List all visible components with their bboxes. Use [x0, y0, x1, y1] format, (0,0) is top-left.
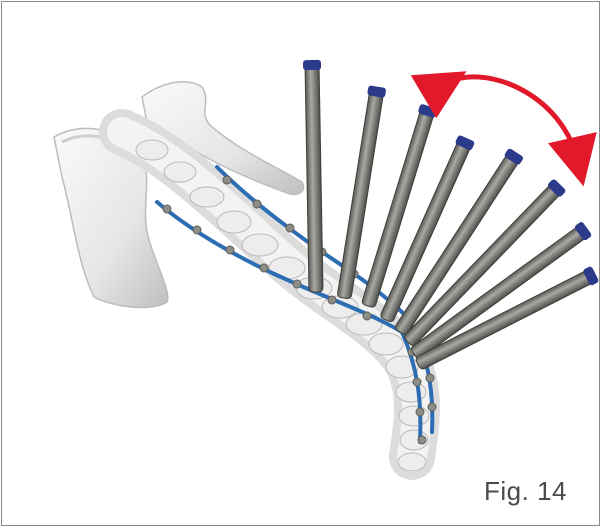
figure-caption: Fig. 14: [484, 476, 567, 507]
